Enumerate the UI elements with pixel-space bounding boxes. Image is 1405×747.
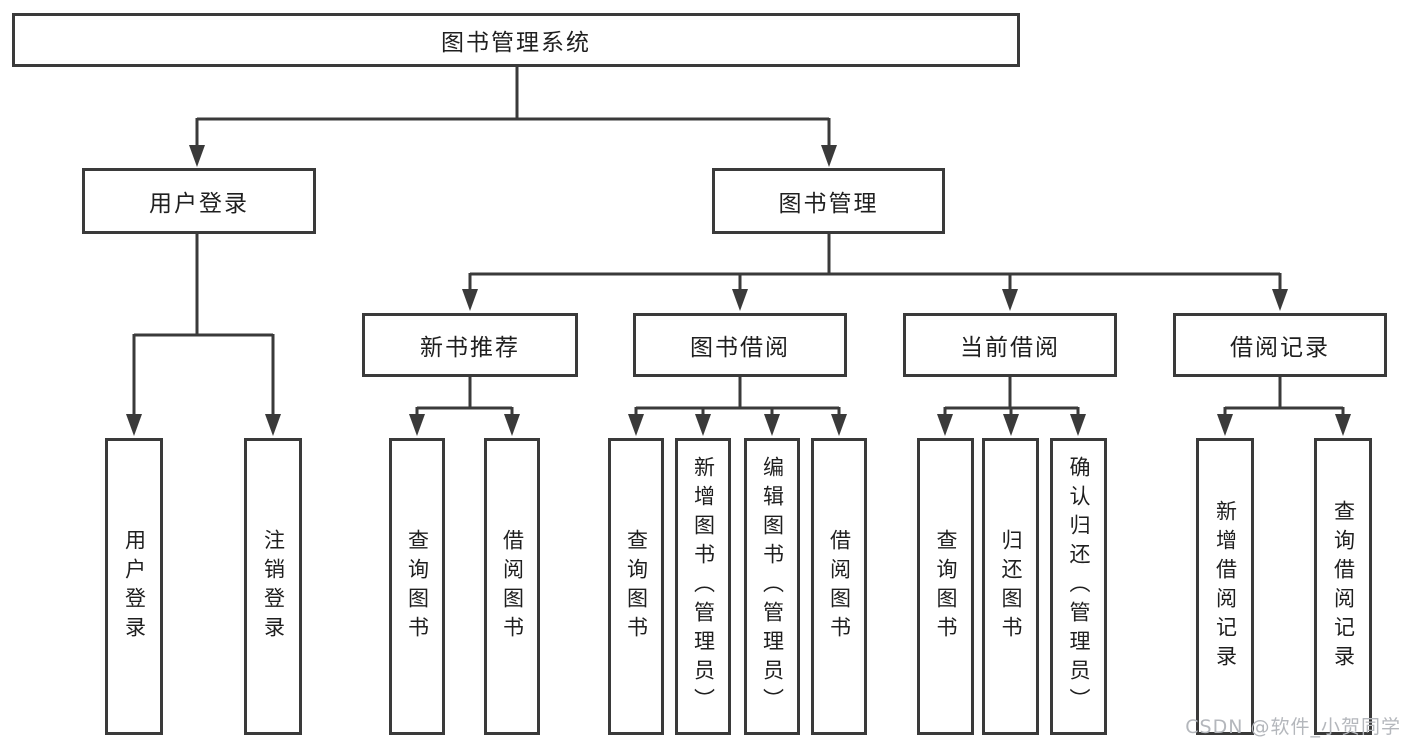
node-logout: 注销登录 (244, 438, 302, 735)
node-label: 新增图书（管理员） (691, 456, 716, 717)
node-borrowing-records: 借阅记录 (1173, 313, 1387, 377)
node-label: 图书借阅 (690, 335, 790, 361)
watermark: CSDN @软件_小贺同学 (1185, 716, 1401, 738)
node-label: 注销登录 (261, 528, 286, 645)
node-cb-confirm-return-admin: 确认归还（管理员） (1050, 438, 1107, 735)
node-cb-return-books: 归还图书 (982, 438, 1039, 735)
node-label: 查询借阅记录 (1331, 499, 1356, 674)
node-user-login: 用户登录 (105, 438, 163, 735)
node-label: 图书管理系统 (441, 30, 591, 56)
node-label: 编辑图书（管理员） (760, 456, 785, 717)
node-book-borrowing: 图书借阅 (633, 313, 847, 377)
node-label: 确认归还（管理员） (1067, 456, 1091, 717)
node-label: 查询图书 (934, 528, 958, 645)
node-nb-query-books: 查询图书 (389, 438, 445, 735)
node-label: 当前借阅 (960, 335, 1060, 361)
node-label: 查询图书 (624, 528, 649, 645)
node-bb-edit-books-admin: 编辑图书（管理员） (744, 438, 800, 735)
node-user-login-group: 用户登录 (82, 168, 316, 234)
node-bb-borrow-books: 借阅图书 (811, 438, 867, 735)
node-label: 图书管理 (778, 191, 879, 217)
node-label: 借阅图书 (827, 528, 852, 645)
node-label: 借阅记录 (1230, 335, 1330, 361)
node-nb-borrow-books: 借阅图书 (484, 438, 540, 735)
node-label: 借阅图书 (500, 528, 525, 645)
node-label: 用户登录 (122, 528, 147, 645)
node-cb-query-books: 查询图书 (917, 438, 974, 735)
node-current-borrowing: 当前借阅 (903, 313, 1117, 377)
node-label: 查询图书 (405, 528, 430, 645)
node-book-management: 图书管理 (712, 168, 945, 234)
node-library-management-system: 图书管理系统 (12, 13, 1020, 67)
node-label: 归还图书 (999, 528, 1023, 645)
node-label: 用户登录 (149, 191, 249, 217)
node-bb-query-books: 查询图书 (608, 438, 664, 735)
node-label: 新书推荐 (420, 335, 520, 361)
node-new-book-recommendation: 新书推荐 (362, 313, 578, 377)
node-rec-query-record: 查询借阅记录 (1314, 438, 1372, 735)
node-rec-add-record: 新增借阅记录 (1196, 438, 1254, 735)
node-label: 新增借阅记录 (1213, 499, 1238, 674)
node-bb-add-books-admin: 新增图书（管理员） (675, 438, 731, 735)
